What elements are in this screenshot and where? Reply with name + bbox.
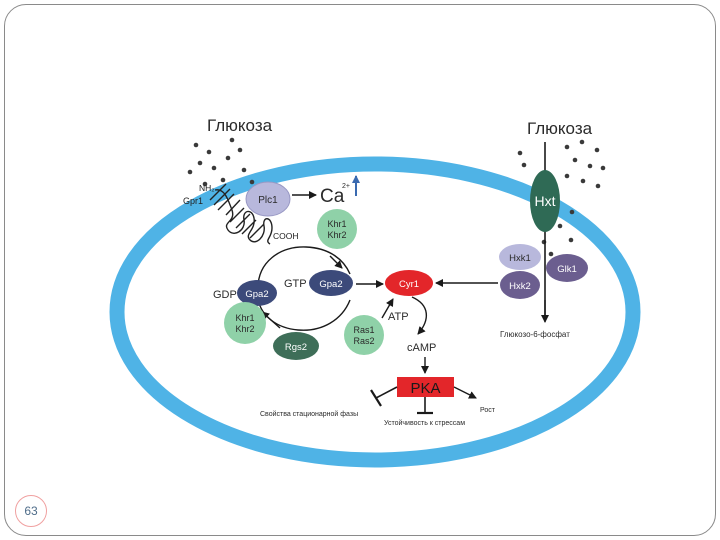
cyr1-label: Cyr1: [399, 279, 419, 290]
hxt-label: Hxt: [535, 193, 556, 209]
ca-charge-label: 2+: [342, 183, 350, 190]
ras2-label: Ras2: [353, 336, 374, 346]
stationary-phase-label: Свойства стационарной фазы: [260, 410, 358, 418]
inhibit-bar-left: [370, 389, 382, 407]
page-number-badge: 63: [15, 495, 47, 527]
growth-label: Рост: [480, 407, 496, 414]
gpa2-gtp-label: Gpa2: [319, 279, 342, 290]
glk1-label: Glk1: [557, 264, 577, 275]
khr1-lower-label: Khr1: [235, 313, 254, 323]
pka-inhibit-stationary: [375, 386, 398, 399]
hxk1-node: [499, 244, 541, 270]
glk1-node: [546, 254, 588, 282]
khr-upper-node: [317, 209, 357, 249]
cyr1-node: [385, 270, 433, 296]
rgs2-label: Rgs2: [285, 342, 307, 353]
khr2-upper-label: Khr2: [327, 230, 346, 240]
pka-box: [397, 377, 454, 397]
hxk2-label: Hxk2: [509, 281, 531, 292]
cooh-label: COOH: [273, 231, 299, 241]
glucose-label-right: Глюкоза: [527, 119, 593, 138]
ras1-label: Ras1: [353, 325, 374, 335]
atp-label: ATP: [388, 311, 409, 323]
hxt-node: [530, 170, 560, 232]
gpa2-gdp-node: [237, 280, 277, 306]
pka-label: PKA: [410, 380, 440, 397]
gtp-label: GTP: [284, 278, 307, 290]
camp-label: cAMP: [407, 342, 436, 354]
hxk1-label: Hxk1: [509, 253, 531, 264]
glucose-molecules-left: [187, 137, 255, 187]
plc1-label: Plc1: [258, 195, 278, 206]
gpr1-label: Gpr1: [183, 196, 203, 206]
cell-membrane: [109, 156, 641, 468]
plc1-node: [245, 181, 291, 217]
gpa2-gdp-label: Gpa2: [245, 289, 268, 300]
gpr1-receptor: [209, 183, 273, 245]
khr2-lower-label: Khr2: [235, 324, 254, 334]
khr1-upper-label: Khr1: [327, 219, 346, 229]
ca-label: Ca: [320, 186, 345, 207]
glucose-6-phosphate-label: Глюкозо-6-фосфат: [500, 330, 570, 339]
gpa2-gtp-node: [309, 270, 353, 296]
stress-resistance-label: Устойчивость к стрессам: [384, 419, 465, 427]
khr-lower-node: [224, 302, 266, 344]
ras-to-cyr1-arrow: [381, 298, 394, 319]
nh2-label: NH₂: [199, 183, 215, 193]
ras-node: [344, 315, 384, 355]
gdp-label: GDP: [213, 289, 237, 301]
hxk2-node: [500, 271, 540, 299]
cycle-arrow-gdp: [261, 311, 281, 329]
atp-to-camp-curve: [411, 296, 427, 335]
glucose-label-left: Глюкоза: [207, 116, 273, 135]
rgs2-node: [273, 332, 319, 360]
cycle-arrow-gtp: [329, 255, 343, 269]
pka-to-growth-arrow: [453, 386, 477, 399]
